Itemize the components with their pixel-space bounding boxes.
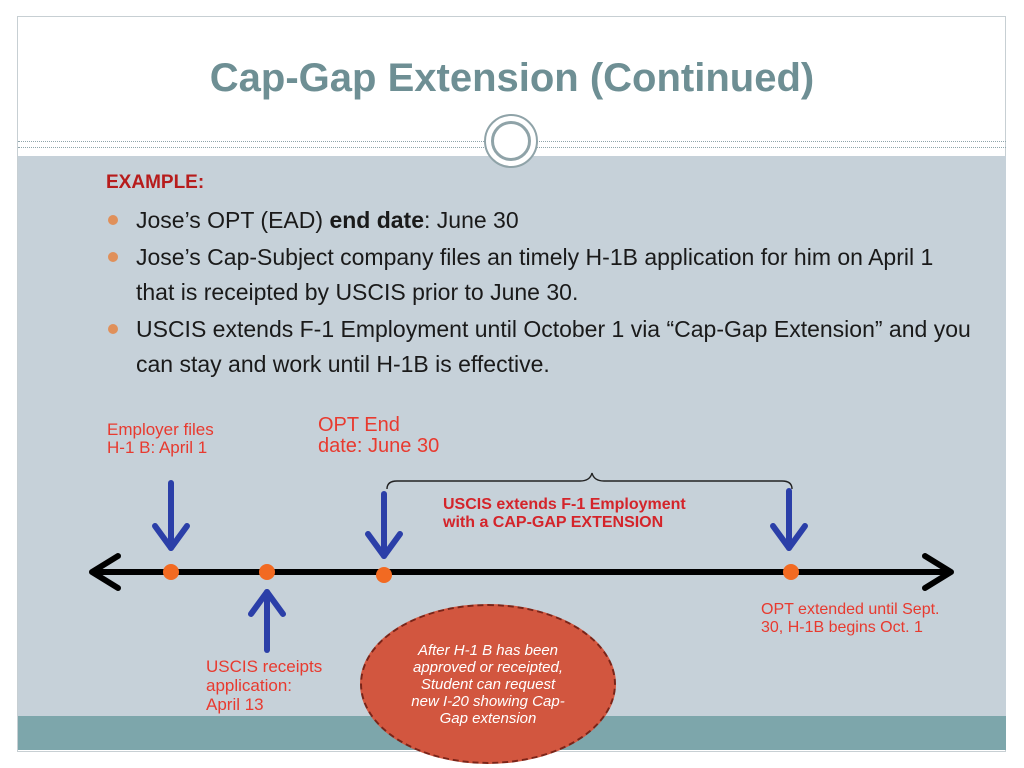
i20-callout: After H-1 B has been approved or receipt… [360, 604, 616, 764]
bullet-item: Jose’s Cap-Subject company files an time… [106, 240, 976, 310]
bullet-list: Jose’s OPT (EAD) end date: June 30 Jose’… [106, 203, 976, 384]
opt-extended-label: OPT extended until Sept. 30, H-1B begins… [761, 601, 940, 636]
bullet-item: Jose’s OPT (EAD) end date: June 30 [106, 203, 976, 238]
milestone-dot [163, 564, 179, 580]
timeline-right-arrow-icon [922, 553, 954, 591]
bullet-text: Jose’s Cap-Subject company files an time… [136, 244, 934, 305]
milestone-dot [376, 567, 392, 583]
receipts-label: USCIS receipts application: April 13 [206, 657, 323, 714]
milestone-dot [259, 564, 275, 580]
bullet-text: : June 30 [424, 207, 519, 233]
opt-end-label: OPT End date: June 30 [318, 414, 440, 457]
bullet-text: USCIS extends F-1 Employment until Octob… [136, 316, 971, 377]
example-label: EXAMPLE: [106, 172, 205, 193]
bullet-bold-text: end date [329, 207, 425, 233]
bullet-dot-icon [108, 324, 118, 334]
bullet-dot-icon [108, 252, 118, 262]
up-arrow-icon [248, 589, 286, 653]
decorative-ring-icon [484, 114, 538, 168]
bullet-text: Jose’s OPT (EAD) [136, 207, 330, 233]
bullet-item: USCIS extends F-1 Employment until Octob… [106, 312, 976, 382]
employer-files-label: Employer files H-1 B: April 1 [107, 420, 214, 457]
down-arrow-icon [365, 491, 403, 559]
milestone-dot [783, 564, 799, 580]
extension-label: USCIS extends F-1 Employment with a CAP-… [443, 496, 686, 531]
extension-bracket [386, 472, 793, 490]
down-arrow-icon [152, 480, 190, 551]
slide-title: Cap-Gap Extension (Continued) [209, 56, 815, 100]
bullet-dot-icon [108, 215, 118, 225]
down-arrow-icon [770, 488, 808, 551]
timeline-left-arrow-icon [89, 553, 121, 591]
callout-text: After H-1 B has been approved or receipt… [411, 641, 565, 727]
